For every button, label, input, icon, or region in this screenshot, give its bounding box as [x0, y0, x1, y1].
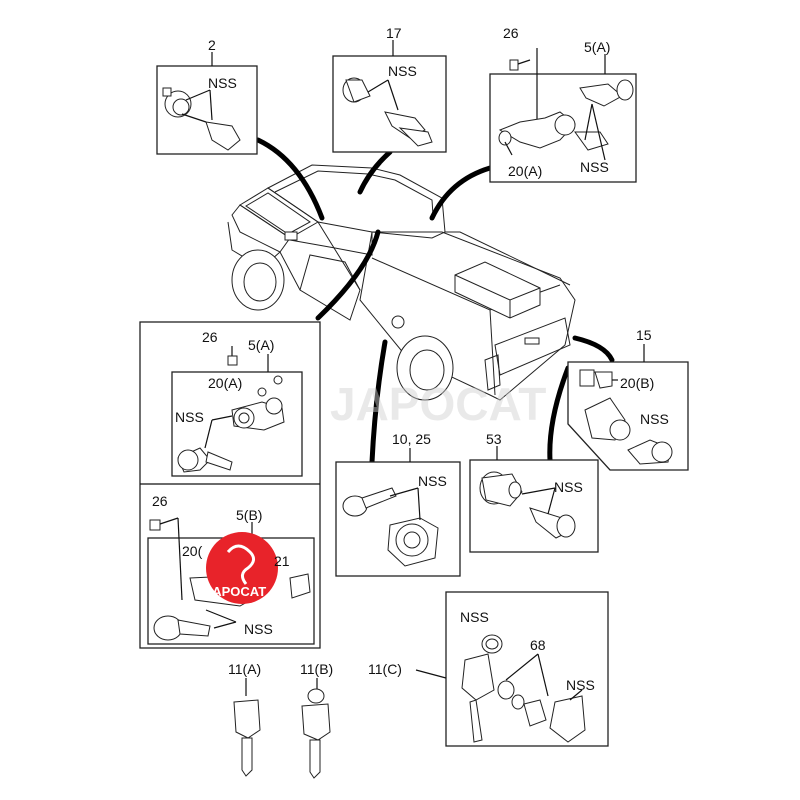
callout-5a-top: 5(A) [584, 39, 610, 55]
box-part-15 [567, 344, 689, 471]
nss-label: NSS [460, 609, 489, 625]
callout-20a-top: 20(A) [508, 163, 542, 179]
leader-lines [255, 137, 615, 465]
watermark-text: JAPOCAT [330, 378, 546, 430]
callout-26-top: 26 [503, 25, 519, 41]
callout-10-25: 10, 25 [392, 431, 431, 447]
callout-2: 2 [208, 37, 216, 53]
callout-15: 15 [636, 327, 652, 343]
key-11b [301, 678, 331, 779]
box-part-2 [156, 52, 258, 155]
nss-label: NSS [418, 473, 447, 489]
callout-21: 21 [274, 553, 290, 569]
key-11a [233, 678, 261, 777]
callout-68: 68 [530, 637, 546, 653]
nss-label: NSS [244, 621, 273, 637]
callout-11c: 11(C) [368, 661, 402, 677]
callout-5b: 5(B) [236, 507, 262, 523]
nss-label: NSS [388, 63, 417, 79]
callout-53: 53 [486, 431, 502, 447]
box-part-17 [332, 40, 447, 153]
box-part-11c [415, 591, 609, 747]
callout-26-low: 26 [152, 493, 168, 509]
nss-label: NSS [566, 677, 595, 693]
nss-label: NSS [208, 75, 237, 91]
callout-5a-mid: 5(A) [248, 337, 274, 353]
pickup-truck [227, 164, 576, 401]
logo-text: JAPOCAT [205, 584, 266, 599]
callout-17: 17 [386, 25, 402, 41]
callout-11b: 11(B) [300, 661, 333, 677]
callout-11a: 11(A) [228, 661, 261, 677]
logo-badge [206, 532, 278, 604]
box-part-5a-top [489, 48, 637, 183]
box-parts-left [139, 321, 321, 649]
box-part-53 [469, 446, 599, 553]
nss-label: NSS [554, 479, 583, 495]
callout-20-low: 20( [182, 543, 203, 559]
labels: 2 17 26 5(A) 20(A) 26 5(A) 20(A) 26 5(B)… [152, 25, 669, 693]
nss-label: NSS [175, 409, 204, 425]
nss-label: NSS [580, 159, 609, 175]
box-part-10-25 [335, 448, 461, 577]
callout-26-mid: 26 [202, 329, 218, 345]
logo: JAPOCAT [205, 532, 278, 604]
callout-20a-mid: 20(A) [208, 375, 242, 391]
nss-label: NSS [640, 411, 669, 427]
callout-20b: 20(B) [620, 375, 654, 391]
